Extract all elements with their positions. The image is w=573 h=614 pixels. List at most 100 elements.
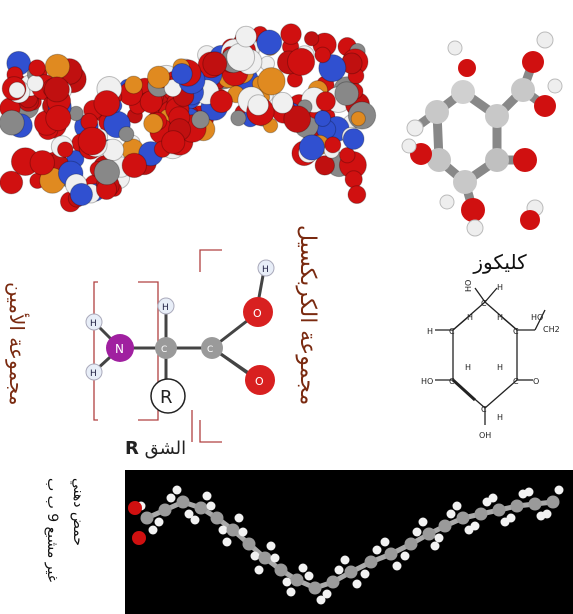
atom-label: C [207,345,213,355]
dna-model-icon [0,23,377,213]
carbon-atom [456,511,470,525]
carbon-atom [226,523,240,537]
carbon-atom [546,495,560,509]
hydrogen-atom [222,537,232,547]
dna-atom [45,105,72,132]
hydrogen-atom [266,541,276,551]
hydrogen-atom [452,501,462,511]
hydrogen-atom [282,577,292,587]
hydrogen-atom [254,565,264,575]
carbon-atom [210,511,224,525]
carbon-atom [290,573,304,587]
atom-label: N [115,342,124,356]
hydrogen-atom [470,521,480,531]
carbon-atom [364,555,378,569]
formula-text: HO [421,377,433,386]
hydrogen-atom [380,537,390,547]
formula-text: HO [464,280,473,292]
hydrogen-atom [148,525,158,535]
hydrogen-atom [202,491,212,501]
dna-atom [287,47,316,76]
dna-atom [209,89,233,114]
atom-label: H [90,369,97,379]
carbon-atom [528,497,542,511]
dna-atom [314,46,332,64]
hydrogen-atom [400,551,410,561]
hydrogen-atom [154,517,164,527]
carbon-atom [258,551,272,565]
formula-text: H [497,283,503,292]
dna-atom [230,110,247,127]
formula-text: HO [531,313,543,322]
dna-atom [147,65,171,89]
fatty-acid-model-icon [125,470,573,614]
hydrogen-atom [166,493,176,503]
dna-atom [26,74,44,93]
formula-text: H [465,363,471,372]
dna-atom [93,158,121,186]
carbon-atom [438,519,452,533]
carbon-atom [176,495,190,509]
formula-text: H [497,313,503,322]
hydrogen-atom [334,565,344,575]
hydrogen-atom [286,587,296,597]
dna-atom [0,170,24,195]
dna-atom [339,147,356,164]
formula-text: H [497,363,503,372]
dna-atom [334,81,360,106]
hydrogen-atom [392,561,402,571]
carbon-atom [194,501,208,515]
carboxyl-group-label: مجموعة الكربكسيل [295,225,320,406]
dna-atom [324,136,342,154]
atom-label: H [90,319,97,329]
carbon-atom [384,547,398,561]
carbon-atom [274,563,288,577]
dna-atom [56,141,74,158]
dna-atom [271,91,294,114]
formula-text: CH2 [543,325,560,334]
dna-atom [226,42,256,72]
hydrogen-atom [218,525,228,535]
nitrogen-atom [106,334,134,362]
dna-atom [257,67,286,96]
carbon-atom [308,581,322,595]
dna-atom [118,126,135,143]
dna-atom [303,31,320,47]
hydrogen-atom [360,569,370,579]
formula-text: O [533,377,539,386]
hydrogen-atom [190,515,200,525]
fatty-acid-label-2: غير مشبع 9 ب ب [44,478,60,583]
hydrogen-atom [172,485,182,495]
dna-atom [69,182,94,207]
formula-text: C [513,377,519,386]
dna-atom [347,185,367,205]
hydrogen-atom [412,527,422,537]
hydrogen-atom [372,545,382,555]
carbon-atom [140,511,154,525]
dna-atom [28,59,46,77]
fatty-acid-label-1: حمض دهني [70,478,86,546]
dna-atom [342,128,365,150]
hydrogen-atom [488,493,498,503]
hydrogen-atom [434,533,444,543]
formula-text: C [481,405,487,414]
dna-atom [315,91,336,112]
formula-text: OH [479,431,491,440]
dna-atom [344,170,363,189]
dna-atom [124,75,143,95]
hydrogen-atom [340,555,350,565]
formula-text: H [467,313,473,322]
dna-atom [161,130,186,155]
dna-atom [43,76,70,103]
formula-text: C [513,327,519,336]
hydrogen-atom [418,517,428,527]
formula-text: C [481,299,487,308]
hydrogen-atom [206,501,216,511]
dna-atom [283,105,312,133]
hydrogen-atom [270,553,280,563]
dna-atom [314,110,332,127]
hydrogen-atom [446,509,456,519]
hydrogen-atom [234,513,244,523]
hydrogen-atom [554,485,564,495]
atom-label: H [162,303,169,313]
